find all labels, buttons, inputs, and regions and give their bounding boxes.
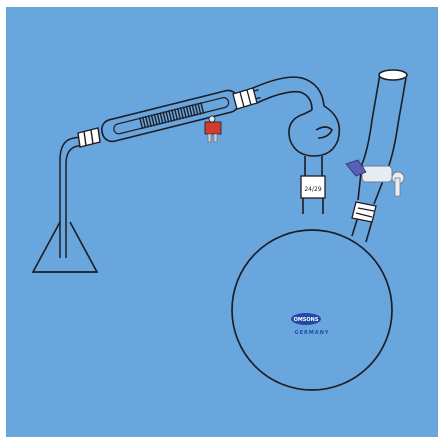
side-neck-joint	[352, 202, 376, 222]
brand-name: OMSONS	[294, 317, 319, 323]
brand-country: GERMANY	[294, 330, 329, 336]
joint-size-label: 24/29	[304, 186, 321, 193]
main-flask-joint: 24/29	[301, 176, 325, 198]
